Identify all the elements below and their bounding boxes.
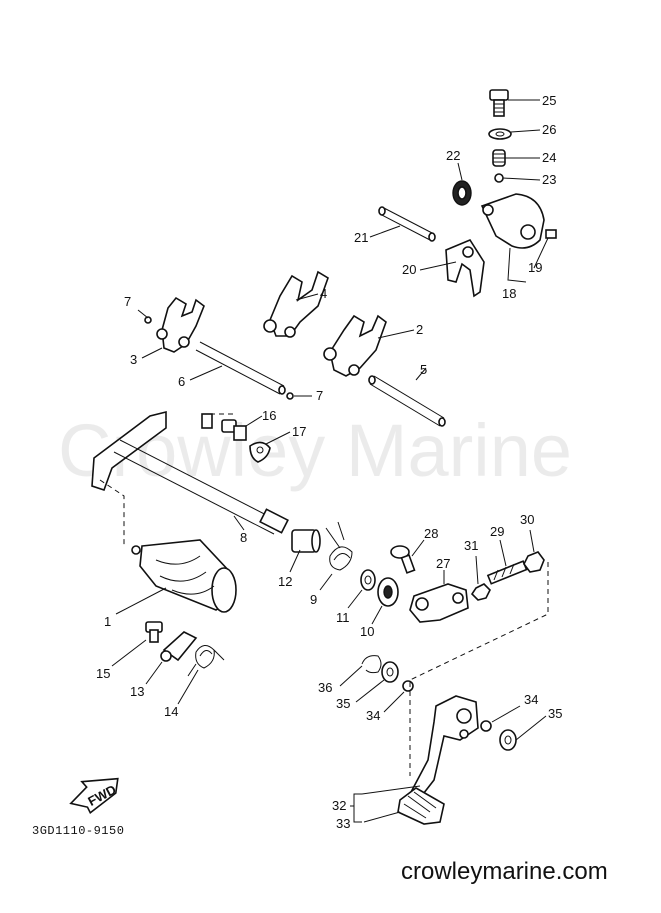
part-15-bolt bbox=[145, 621, 163, 643]
part-16-bolt bbox=[221, 419, 247, 441]
callout-12: 12 bbox=[278, 574, 292, 589]
part-26-washer bbox=[488, 128, 512, 140]
callout-35a: 35 bbox=[336, 696, 350, 711]
callout-31: 31 bbox=[464, 538, 478, 553]
callout-30: 30 bbox=[520, 512, 534, 527]
callout-10: 10 bbox=[360, 624, 374, 639]
callout-3: 3 bbox=[130, 352, 137, 367]
callout-7b: 7 bbox=[316, 388, 323, 403]
callout-34a: 34 bbox=[366, 708, 380, 723]
callout-24: 24 bbox=[542, 150, 556, 165]
callout-27: 27 bbox=[436, 556, 450, 571]
callout-15: 15 bbox=[96, 666, 110, 681]
part-7-pin-upper bbox=[144, 316, 152, 324]
callout-20: 20 bbox=[402, 262, 416, 277]
part-29-rod bbox=[486, 560, 528, 585]
callout-34b: 34 bbox=[524, 692, 538, 707]
part-6-guide-bar bbox=[195, 341, 286, 395]
part-35-washer-right bbox=[499, 729, 517, 751]
part-20-shift-fork bbox=[445, 239, 485, 298]
fwd-arrow-icon bbox=[69, 777, 119, 815]
part-36-circlip bbox=[361, 655, 382, 674]
part-4-shift-fork bbox=[263, 270, 329, 338]
part-8-shift-shaft bbox=[91, 410, 289, 535]
part-23-ball bbox=[494, 173, 504, 183]
callout-5: 5 bbox=[420, 362, 427, 377]
callout-28: 28 bbox=[424, 526, 438, 541]
site-url: crowleymarine.com bbox=[401, 858, 608, 885]
callout-4: 4 bbox=[320, 286, 327, 301]
part-25-bolt bbox=[489, 89, 509, 117]
part-31-nut bbox=[470, 583, 491, 601]
callout-21: 21 bbox=[354, 230, 368, 245]
part-13-lever bbox=[160, 631, 198, 662]
part-18-housing bbox=[480, 193, 557, 249]
part-30-nut bbox=[523, 551, 545, 573]
part-7-pin-lower bbox=[286, 392, 294, 400]
callout-13: 13 bbox=[130, 684, 144, 699]
callout-2: 2 bbox=[416, 322, 423, 337]
callout-33: 33 bbox=[336, 816, 350, 831]
callout-6: 6 bbox=[178, 374, 185, 389]
diagram-code: 3GD1110-9150 bbox=[32, 824, 125, 838]
part-21-shaft bbox=[378, 206, 436, 242]
part-35-washer-left bbox=[381, 661, 399, 683]
callout-11: 11 bbox=[336, 610, 350, 625]
callout-9: 9 bbox=[310, 592, 317, 607]
part-12-collar bbox=[291, 529, 321, 553]
part-34-o-ring-left bbox=[402, 680, 414, 692]
callout-32: 32 bbox=[332, 798, 346, 813]
callout-1: 1 bbox=[104, 614, 111, 629]
part-9-spring bbox=[325, 521, 353, 571]
callout-29: 29 bbox=[490, 524, 504, 539]
part-32-shift-pedal bbox=[408, 695, 479, 799]
leader-lines bbox=[111, 99, 549, 823]
part-14-spring bbox=[187, 645, 225, 677]
callout-35b: 35 bbox=[548, 706, 562, 721]
callout-26: 26 bbox=[542, 122, 556, 137]
part-34-o-ring-right bbox=[480, 720, 492, 732]
callout-labels: 25 26 24 23 22 21 20 19 18 7 4 2 3 6 7 5… bbox=[96, 93, 562, 831]
part-28-bolt bbox=[390, 545, 416, 574]
callout-19: 19 bbox=[528, 260, 542, 275]
assembly-guide-lines bbox=[99, 413, 549, 776]
callout-22: 22 bbox=[446, 148, 460, 163]
part-24-spring bbox=[492, 149, 506, 167]
callout-36: 36 bbox=[318, 680, 332, 695]
part-5-guide-bar bbox=[368, 375, 446, 427]
callout-17: 17 bbox=[292, 424, 306, 439]
callout-25: 25 bbox=[542, 93, 556, 108]
part-11-washer bbox=[360, 569, 376, 591]
part-22-oil-seal bbox=[452, 180, 472, 206]
callout-16: 16 bbox=[262, 408, 276, 423]
callout-8: 8 bbox=[240, 530, 247, 545]
callout-23: 23 bbox=[542, 172, 556, 187]
part-3-shift-fork bbox=[156, 296, 205, 353]
part-33-pedal-rubber bbox=[397, 787, 445, 825]
part-17-stopper bbox=[249, 441, 271, 463]
part-10-oil-seal bbox=[377, 577, 399, 607]
callout-7a: 7 bbox=[124, 294, 131, 309]
part-2-shift-fork bbox=[323, 314, 387, 377]
part-1-shift-drum bbox=[131, 539, 237, 613]
part-27-joint bbox=[409, 583, 469, 623]
callout-14: 14 bbox=[164, 704, 178, 719]
callout-18: 18 bbox=[502, 286, 516, 301]
